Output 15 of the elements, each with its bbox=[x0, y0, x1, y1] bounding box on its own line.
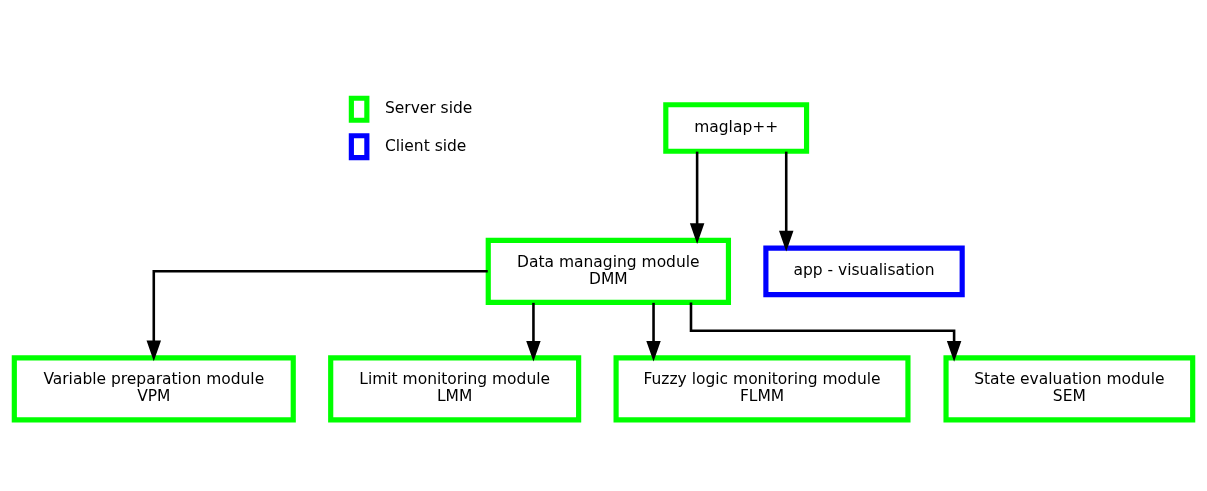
node-box: Limit monitoring module LMM bbox=[328, 355, 582, 423]
node-box: maglap++ bbox=[663, 102, 810, 154]
arrow bbox=[526, 302, 541, 362]
arrow bbox=[779, 151, 794, 252]
node-box: Variable preparation module VPM bbox=[11, 355, 296, 423]
arrow bbox=[146, 270, 488, 362]
arrow bbox=[689, 151, 705, 244]
node-box: State evaluation module SEM bbox=[943, 355, 1196, 423]
legend-label: Server side bbox=[384, 99, 473, 118]
arrow bbox=[689, 302, 962, 362]
node-box: Fuzzy logic monitoring module FLMM bbox=[613, 355, 911, 423]
legend-label: Client side bbox=[384, 136, 467, 155]
arrow bbox=[646, 302, 661, 362]
node-box: Data managing module DMM bbox=[485, 237, 732, 305]
node-box: app - visualisation bbox=[763, 245, 965, 298]
